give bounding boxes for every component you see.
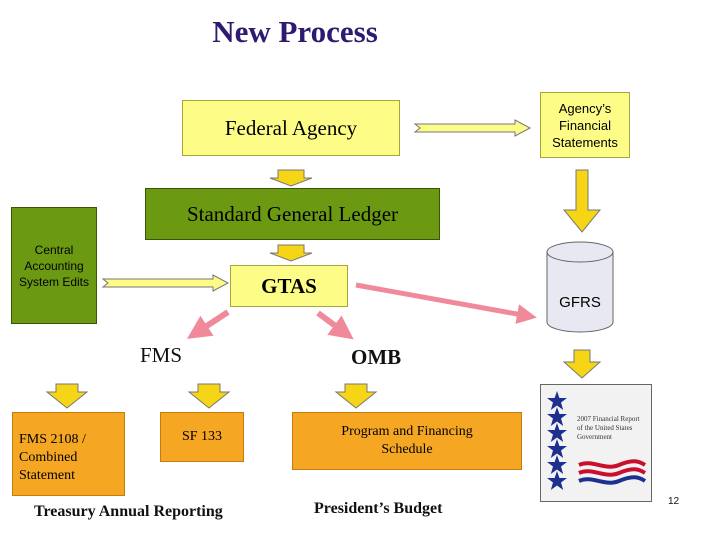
financial-report-cover: 2007 Financial Report of the United Stat…: [540, 384, 652, 502]
gtas-label: GTAS: [261, 273, 317, 298]
fms2108-label: FMS 2108 / Combined Statement: [19, 432, 86, 483]
arrow-agency-to-sgl: [269, 169, 313, 187]
arrow-fms-to-sf133: [187, 383, 231, 409]
arrow-central-to-gtas: [101, 274, 230, 292]
arrow-gtas-to-omb: [316, 310, 354, 340]
arrow-agency-to-statements: [413, 119, 532, 137]
federal-agency-label: Federal Agency: [224, 115, 358, 140]
report-cover-text: 2007 Financial Report of the United Stat…: [577, 415, 640, 441]
arrow-gfrs-to-report: [562, 349, 602, 379]
program-financing-box: Program and Financing Schedule: [292, 412, 522, 470]
arrow-fms-to-2108: [45, 383, 89, 409]
central-accounting-label: Central Accounting System Edits: [18, 242, 90, 289]
page-title: New Process: [212, 14, 378, 49]
slide-number: 12: [668, 496, 680, 507]
gfrs-label: GFRS: [559, 293, 601, 311]
arrow-statements-to-gfrs: [562, 169, 602, 233]
agency-statements-label: Agency’s Financial Statements: [552, 100, 618, 150]
flag-stripes-icon: [578, 459, 647, 485]
agency-statements-box: Agency’s Financial Statements: [540, 92, 630, 158]
fms-label: FMS: [140, 343, 183, 367]
stars-column-icon: [547, 391, 567, 490]
central-accounting-box: Central Accounting System Edits: [11, 207, 97, 324]
arrow-omb-to-program: [334, 383, 378, 409]
fms2108-box: FMS 2108 / Combined Statement: [12, 412, 125, 496]
sgl-label: Standard General Ledger: [186, 201, 399, 226]
arrow-gtas-to-fms: [186, 309, 230, 339]
sf133-box: SF 133: [160, 412, 244, 462]
treasury-reporting-label: Treasury Annual Reporting: [34, 503, 223, 520]
program-financing-label: Program and Financing Schedule: [341, 424, 473, 457]
arrow-gtas-to-gfrs: [355, 282, 537, 324]
gtas-box: GTAS: [230, 265, 348, 307]
presidents-budget-label: President’s Budget: [314, 500, 443, 517]
sgl-box: Standard General Ledger: [145, 188, 440, 240]
sf133-label: SF 133: [181, 429, 223, 444]
federal-agency-box: Federal Agency: [182, 100, 400, 156]
omb-label: OMB: [351, 345, 402, 369]
arrow-sgl-to-gtas: [269, 244, 313, 262]
gfrs-database: [546, 241, 614, 333]
